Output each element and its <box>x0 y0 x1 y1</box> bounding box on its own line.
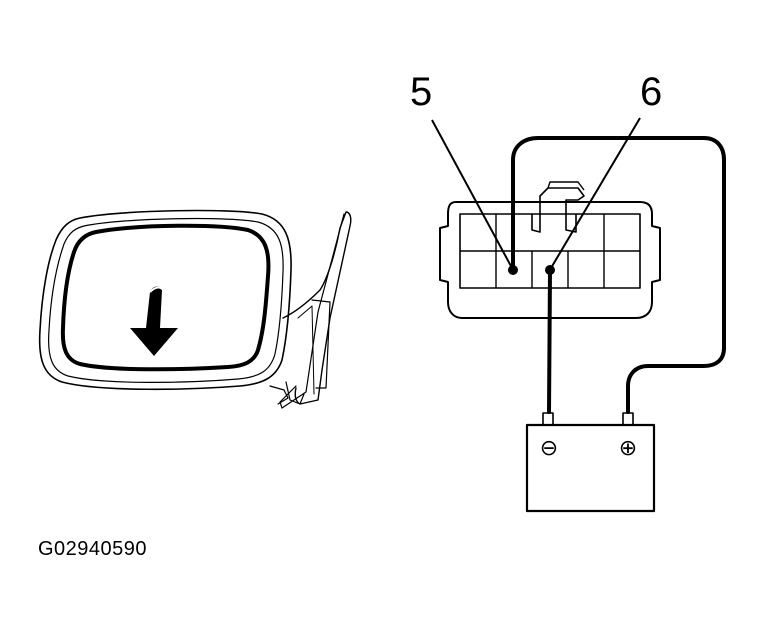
pin-label-5: 5 <box>410 70 433 114</box>
figure-code: G02940590 <box>38 538 148 560</box>
negative-lead <box>547 268 552 414</box>
leader-line-6 <box>550 117 641 269</box>
arrow-down-icon <box>130 286 178 356</box>
positive-lead <box>511 136 726 414</box>
wires <box>511 136 726 414</box>
mirror-icon <box>38 209 352 409</box>
pin-5-contact <box>508 265 518 275</box>
battery-positive-symbol: ⊕ <box>619 436 637 461</box>
battery-icon <box>525 412 656 513</box>
leader-line-5 <box>431 119 513 269</box>
pin-6-contact <box>545 265 555 275</box>
pin-label-6: 6 <box>640 70 663 114</box>
battery-negative-symbol: ⊖ <box>540 436 558 461</box>
